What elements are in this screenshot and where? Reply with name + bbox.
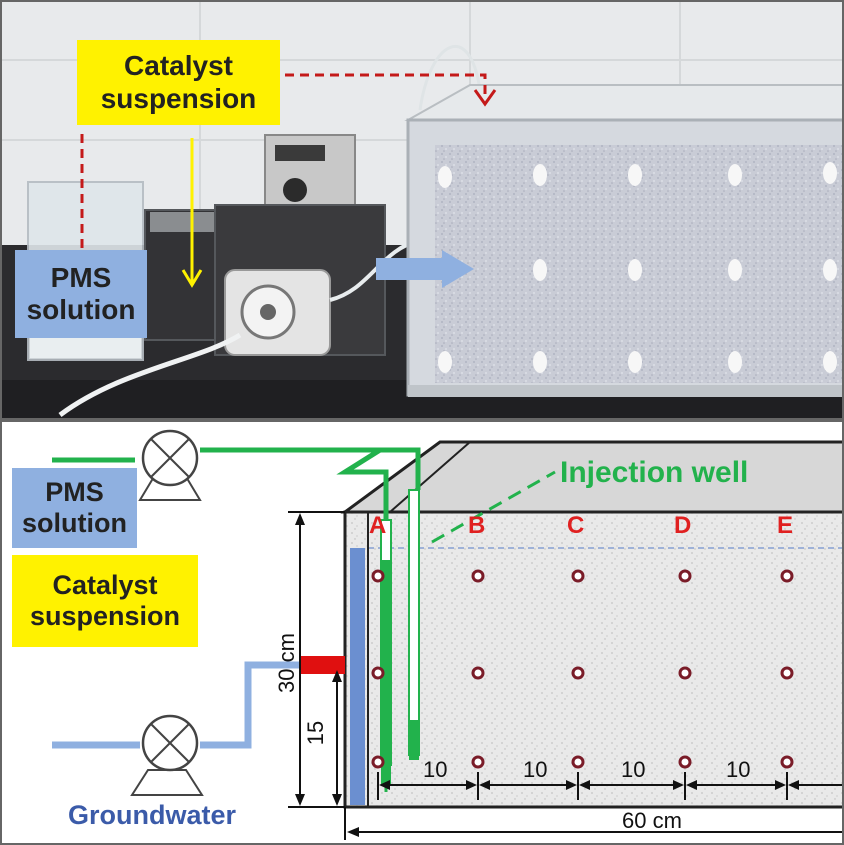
pms-flow-line <box>52 447 421 520</box>
well-column-b: B <box>468 512 486 539</box>
photo-catalyst-line2: suspension <box>100 82 257 114</box>
schematic-pms-label: PMS solution <box>12 468 137 548</box>
height-label: 30 cm <box>274 633 299 693</box>
schematic-catalyst-label: Catalyst suspension <box>12 555 198 647</box>
spacing-label-cd: 10 <box>621 757 646 782</box>
catalyst-flow-arrow <box>80 73 487 248</box>
photo-panel <box>0 0 844 420</box>
schematic-catalyst-line2: suspension <box>29 601 181 631</box>
spacing-label-ab: 10 <box>423 757 448 782</box>
width-dimension <box>344 807 844 840</box>
schematic-catalyst-line1: Catalyst <box>52 569 158 600</box>
well-column-c: C <box>567 512 585 539</box>
groundwater-inlet <box>300 656 345 674</box>
spacing-dimension <box>377 772 844 800</box>
injection-well-pointer <box>431 470 556 544</box>
well-column-d: D <box>674 512 692 539</box>
flow-direction-arrow <box>376 250 474 288</box>
groundwater-label: Groundwater <box>68 800 237 830</box>
width-label: 60 cm <box>622 808 682 833</box>
photo-catalyst-line1: Catalyst <box>124 50 233 82</box>
inflow-chamber <box>350 548 365 805</box>
injection-well-label: Injection well <box>560 456 749 489</box>
groundwater-pipe <box>52 661 300 749</box>
schematic-pms-line1: PMS <box>45 476 104 507</box>
mid-height-label: 15 <box>303 720 328 746</box>
well-column-a: A <box>369 512 387 539</box>
pms-pump-icon <box>138 429 202 501</box>
tank-body <box>343 510 844 809</box>
well-column-e: E <box>777 512 794 539</box>
photo-pms-line2: solution <box>26 294 136 325</box>
photo-catalyst-label: Catalyst suspension <box>77 40 280 125</box>
sampling-ports <box>371 569 794 769</box>
peristaltic-pump <box>214 134 386 356</box>
sand-tank <box>404 84 844 397</box>
height-dimension <box>288 511 345 808</box>
spacing-label-bc: 10 <box>523 757 548 782</box>
tubing <box>58 332 242 418</box>
mid-height-dimension <box>332 670 342 806</box>
photo-pms-line1: PMS <box>50 261 112 293</box>
photo-pms-label: PMS solution <box>15 250 147 338</box>
groundwater-pump-icon <box>130 714 204 796</box>
spacing-label-de: 10 <box>726 757 751 782</box>
schematic-pms-line2: solution <box>22 508 127 538</box>
